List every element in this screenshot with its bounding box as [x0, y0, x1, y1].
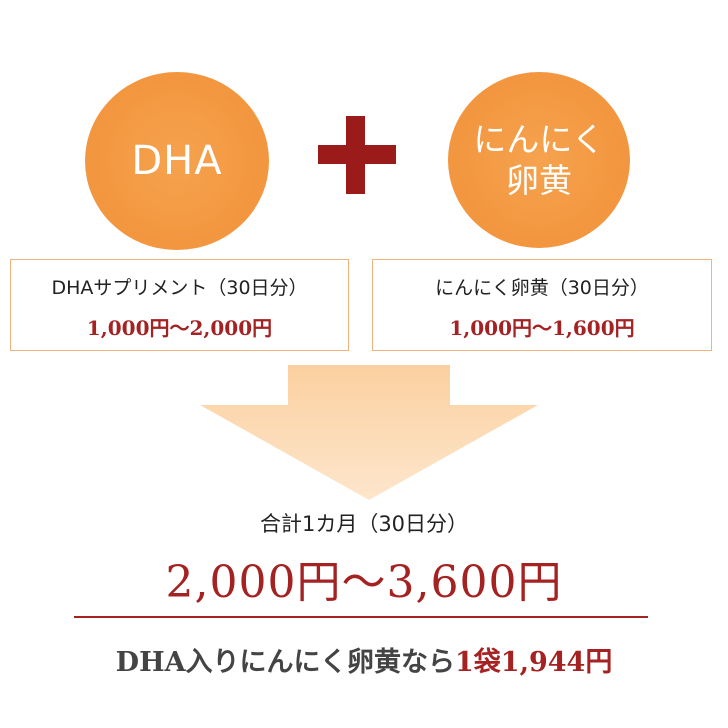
dha-price-box: DHAサプリメント（30日分） 1,000円〜2,000円	[10, 259, 349, 351]
dha-product-price: 1,000円〜2,000円	[86, 316, 273, 340]
dha-circle-label: DHA	[131, 138, 223, 184]
garlic-product-price: 1,000円〜1,600円	[449, 316, 635, 340]
bottom-offer-text: DHA入りにんにく卵黄なら1袋1,944円	[0, 640, 728, 679]
plus-icon-vertical	[346, 116, 365, 194]
garlic-circle-label-line2: 卵黄	[506, 161, 572, 200]
garlic-product-name: にんにく卵黄（30日分）	[435, 277, 649, 299]
dha-product-name: DHAサプリメント（30日分）	[51, 277, 308, 299]
garlic-price-box: にんにく卵黄（30日分） 1,000円〜1,600円	[372, 259, 712, 351]
bottom-offer-price: 1袋1,944円	[455, 647, 613, 678]
bottom-offer-prefix: DHA入りにんにく卵黄なら	[115, 647, 455, 678]
garlic-yolk-circle: にんにく 卵黄	[448, 72, 630, 248]
down-arrow-icon	[200, 365, 538, 500]
total-label: 合計1カ月（30日分）	[259, 512, 469, 536]
dha-circle: DHA	[85, 72, 269, 250]
divider	[74, 616, 648, 618]
garlic-circle-label-line1: にんにく	[473, 119, 605, 159]
total-price: 2,000円〜3,600円	[165, 557, 563, 608]
